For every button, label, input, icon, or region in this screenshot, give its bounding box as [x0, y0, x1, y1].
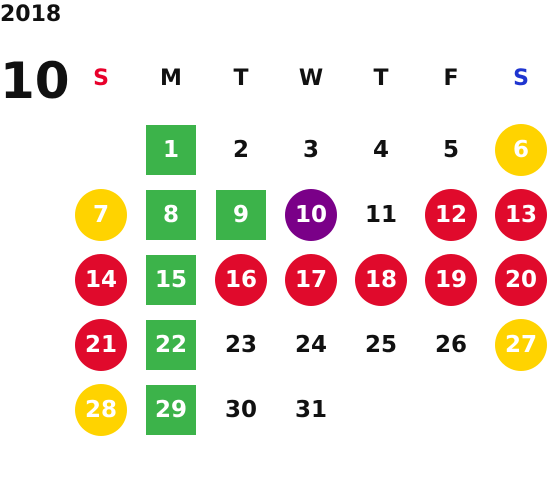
weekday-sat: S: [513, 66, 529, 91]
day-8[interactable]: 8: [146, 190, 196, 240]
day-21[interactable]: 21: [75, 319, 127, 371]
weekday-wed: W: [298, 66, 324, 91]
day-5[interactable]: 5: [442, 137, 459, 163]
day-17[interactable]: 17: [285, 254, 337, 306]
weekday-thu: T: [373, 66, 389, 91]
day-3[interactable]: 3: [302, 137, 319, 163]
day-26[interactable]: 26: [434, 332, 467, 358]
day-11[interactable]: 11: [364, 202, 397, 228]
weekday-sun: S: [93, 66, 109, 91]
day-2[interactable]: 2: [232, 137, 249, 163]
day-13[interactable]: 13: [495, 189, 547, 241]
day-22[interactable]: 22: [146, 320, 196, 370]
day-23[interactable]: 23: [224, 332, 257, 358]
weekday-tue: T: [233, 66, 249, 91]
day-27[interactable]: 27: [495, 319, 547, 371]
month-number: 10: [0, 52, 70, 110]
day-29[interactable]: 29: [146, 385, 196, 435]
day-30[interactable]: 30: [224, 397, 257, 423]
day-15[interactable]: 15: [146, 255, 196, 305]
day-9[interactable]: 9: [216, 190, 266, 240]
weekday-fri: F: [443, 66, 459, 91]
day-28[interactable]: 28: [75, 384, 127, 436]
day-16[interactable]: 16: [215, 254, 267, 306]
weekday-mon: M: [160, 66, 182, 91]
day-1[interactable]: 1: [146, 125, 196, 175]
day-18[interactable]: 18: [355, 254, 407, 306]
day-10[interactable]: 10: [285, 189, 337, 241]
day-12[interactable]: 12: [425, 189, 477, 241]
day-14[interactable]: 14: [75, 254, 127, 306]
day-7[interactable]: 7: [75, 189, 127, 241]
year-label: 2018: [0, 2, 62, 27]
day-24[interactable]: 24: [294, 332, 327, 358]
day-6[interactable]: 6: [495, 124, 547, 176]
day-31[interactable]: 31: [294, 397, 327, 423]
day-25[interactable]: 25: [364, 332, 397, 358]
day-20[interactable]: 20: [495, 254, 547, 306]
day-4[interactable]: 4: [372, 137, 389, 163]
day-19[interactable]: 19: [425, 254, 477, 306]
